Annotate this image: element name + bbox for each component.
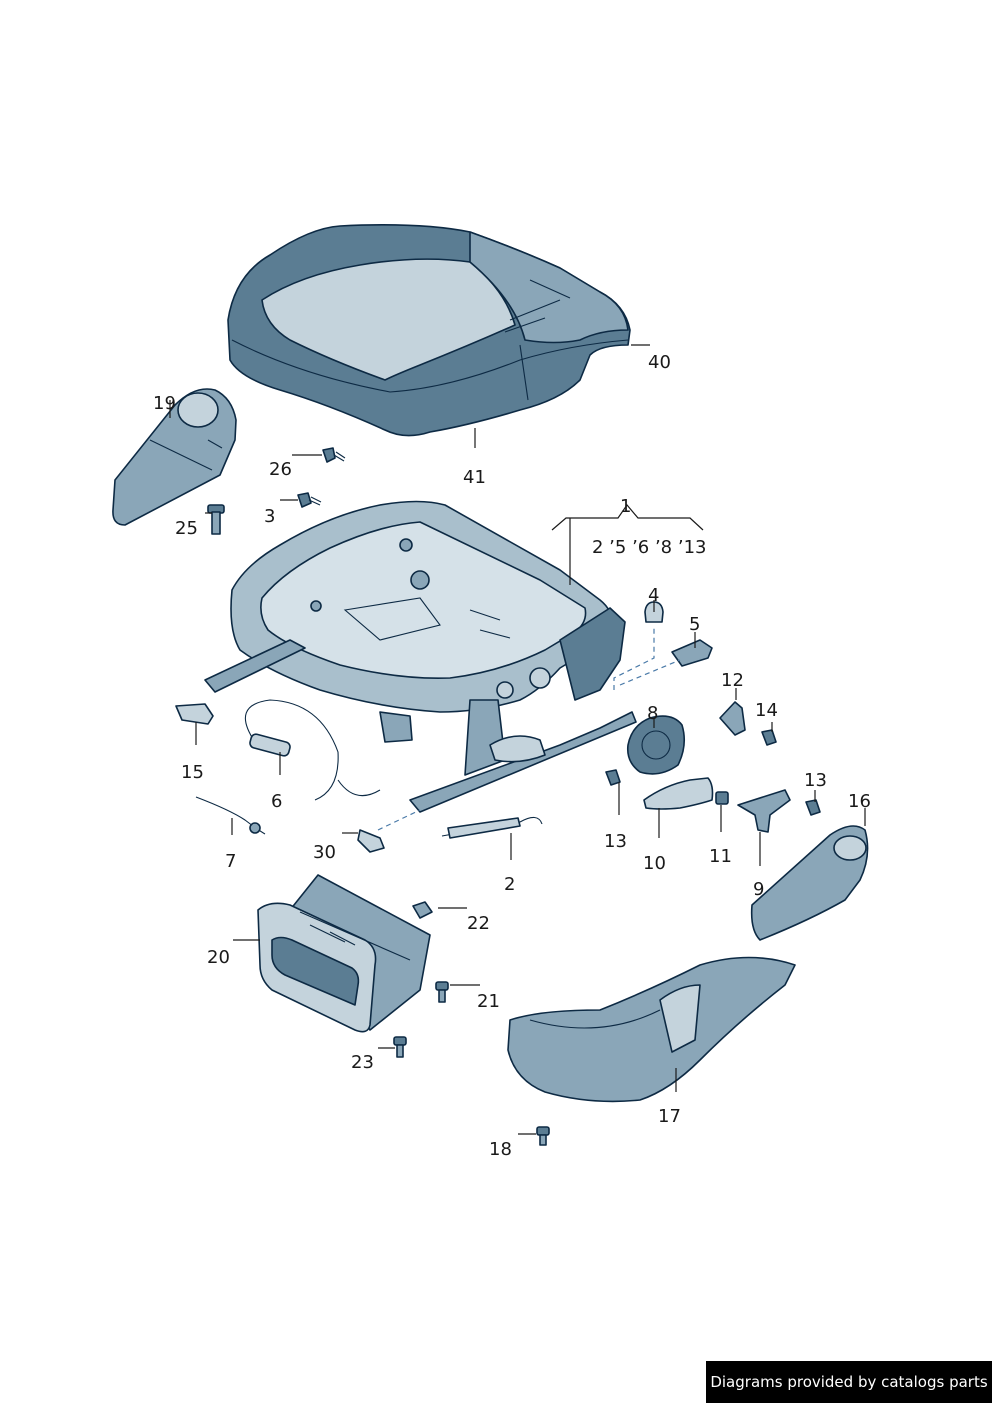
callout-16: 16 [848,791,871,812]
handle-part-15 [175,703,214,725]
leader-lines [169,344,866,1135]
bracket-part-12 [719,701,746,736]
callout-13-left: 13 [604,831,627,852]
side-panel-part-17 [507,956,796,1103]
clip-part-5 [671,639,713,667]
bowden-cable-part-6 [245,699,381,801]
bracket-part-9 [737,789,791,833]
callout-11: 11 [709,846,732,867]
callout-41: 41 [463,467,486,488]
callout-10: 10 [643,853,666,874]
screw-part-23 [393,1036,407,1058]
screw-part-21 [435,981,449,1003]
callout-5: 5 [689,614,700,635]
callout-2: 2 [504,874,515,895]
handle-part-10 [643,777,714,810]
screw-part-26 [322,447,346,463]
screw-part-18 [536,1126,550,1146]
callout-6: 6 [271,791,282,812]
screw-part-3 [297,492,322,508]
cable-part-7 [195,796,266,835]
screw-part-13-right [805,799,821,816]
screw-part-13-left [605,769,621,786]
spring-part-2 [441,816,543,839]
callout-20: 20 [207,947,230,968]
callout-21: 21 [477,991,500,1012]
callout-3: 3 [264,506,275,527]
callout-40: 40 [648,352,671,373]
nut-part-11 [715,791,729,805]
callout-25: 25 [175,518,198,539]
clip-part-30 [357,829,385,853]
callout-26: 26 [269,459,292,480]
callout-14: 14 [755,700,778,721]
seat-cushion-part-41 [227,224,631,437]
left-trim-shell-part-19 [112,388,237,526]
storage-drawer-part-20 [257,874,431,1033]
callout-1-subparts: 2 ’5 ’6 ’8 ’13 [592,537,707,558]
callout-17: 17 [658,1106,681,1127]
clip-part-22 [412,901,433,919]
callout-1: 1 [620,496,631,517]
callout-23: 23 [351,1052,374,1073]
motor-part-8 [626,715,686,775]
seat-frame-part-1 [204,500,637,813]
callout-18: 18 [489,1139,512,1160]
credit-banner: Diagrams provided by catalogs parts [706,1361,992,1403]
callout-7: 7 [225,851,236,872]
callout-9: 9 [753,879,764,900]
callout-15: 15 [181,762,204,783]
callout-13-right: 13 [804,770,827,791]
callout-22: 22 [467,913,490,934]
callout-labels: 40 41 19 26 3 25 1 2 ’5 ’6 ’8 ’13 4 5 12… [153,352,871,1160]
callout-30: 30 [313,842,336,863]
bolt-part-25 [207,504,225,535]
callout-12: 12 [721,670,744,691]
screw-part-14 [761,729,777,746]
callout-8: 8 [647,703,658,724]
right-trim-shell-part-16 [750,825,869,941]
callout-4: 4 [648,585,659,606]
callout-19: 19 [153,393,176,414]
